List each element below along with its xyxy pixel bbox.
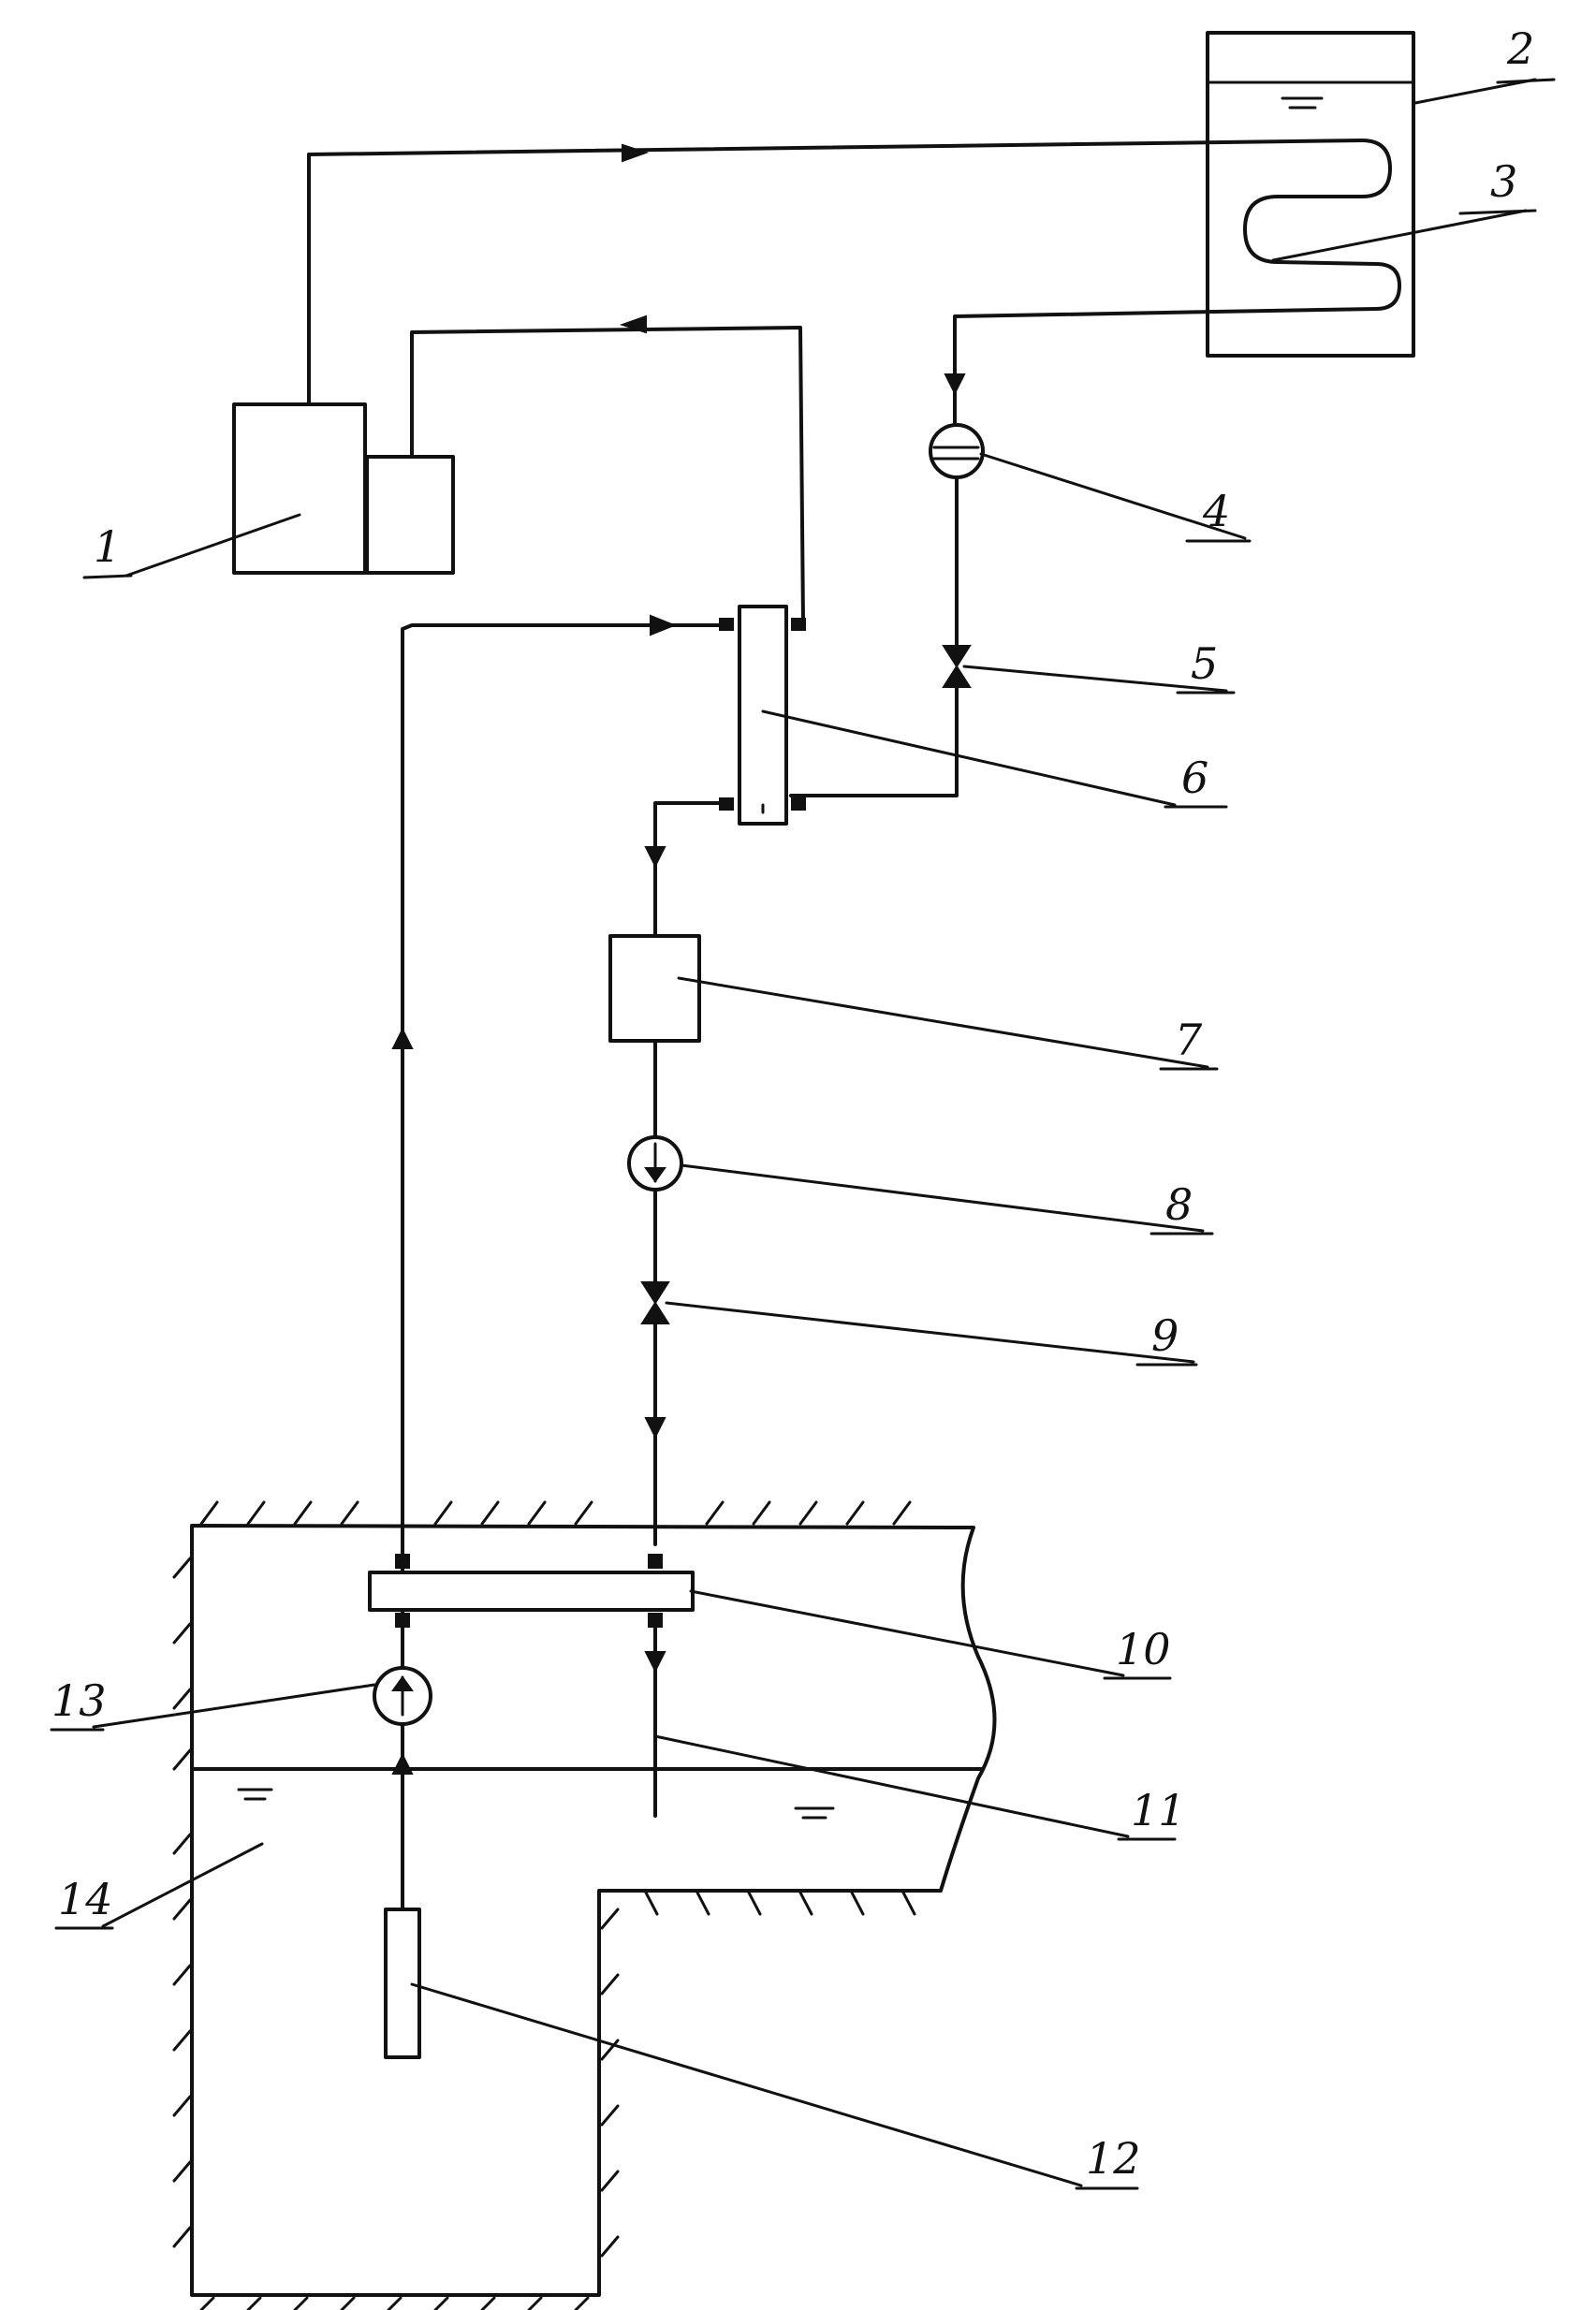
label-8: 8 <box>1165 1179 1193 1230</box>
meter-4 <box>929 391 985 648</box>
label-11: 11 <box>1131 1785 1186 1835</box>
pump-8 <box>627 1135 683 1284</box>
label-6: 6 <box>1181 753 1208 803</box>
label-10: 10 <box>1116 1624 1171 1674</box>
label-12: 12 <box>1086 2133 1141 2184</box>
water-body-14 <box>190 1524 997 2297</box>
leader-lines <box>50 78 1556 2190</box>
pipe-riser-to-6 <box>401 623 721 1902</box>
heat-exchanger-6 <box>719 605 806 826</box>
box-7 <box>608 934 701 1043</box>
pipe-6-to-7 <box>653 801 721 938</box>
label-1: 1 <box>94 521 121 572</box>
wall-hatching <box>172 1500 916 2310</box>
label-7: 7 <box>1175 1015 1203 1065</box>
label-5: 5 <box>1191 638 1218 689</box>
pipe-1-to-6 <box>410 326 805 624</box>
valve-9 <box>640 1281 670 1546</box>
label-14: 14 <box>58 1874 113 1924</box>
compressor-1 <box>232 402 455 575</box>
label-9: 9 <box>1151 1310 1179 1361</box>
label-2: 2 <box>1506 23 1534 74</box>
label-4: 4 <box>1202 486 1230 536</box>
exchanger-10 <box>368 1554 695 1628</box>
coil-3 <box>307 139 1401 395</box>
valve-5 <box>789 645 972 797</box>
number-labels: 2 3 1 4 5 6 7 8 9 10 11 12 13 14 <box>51 23 1534 2184</box>
label-13: 13 <box>51 1675 107 1726</box>
intake-12 <box>384 1908 421 2059</box>
label-3: 3 <box>1490 156 1517 207</box>
